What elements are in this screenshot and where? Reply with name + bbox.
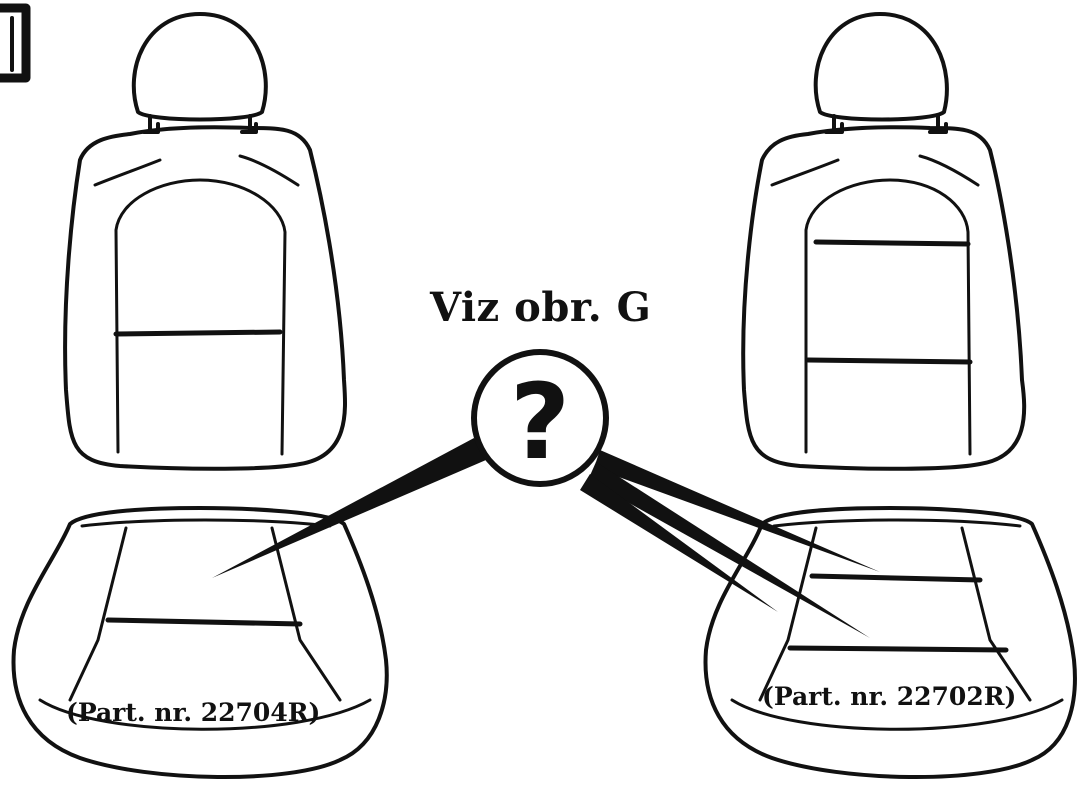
right-cushion-seam-upper	[809, 573, 983, 583]
callout-pointers	[212, 438, 880, 638]
right-part-number: (Part. nr. 22702R)	[762, 682, 1017, 711]
right-seat-back	[741, 125, 1027, 471]
left-part-number: (Part. nr. 22704R)	[66, 698, 321, 727]
right-seat	[703, 12, 1077, 780]
right-cushion-seam-lower	[787, 645, 1009, 653]
left-seat	[11, 12, 389, 780]
right-headrest	[813, 12, 949, 122]
callout-circle	[471, 349, 609, 487]
left-headrest	[131, 12, 268, 122]
right-back-panel	[804, 178, 972, 456]
left-back-panel	[114, 178, 287, 456]
corner-marker	[0, 3, 31, 83]
callout-question-mark: ?	[510, 361, 570, 483]
left-back-seam	[113, 329, 283, 337]
right-back-seam-upper	[813, 239, 971, 247]
left-seat-cushion	[11, 506, 389, 780]
right-seat-cushion	[703, 506, 1077, 780]
left-cushion-seam	[105, 617, 303, 627]
left-seat-back	[63, 125, 347, 471]
reference-label: Viz obr. G	[430, 284, 652, 331]
right-back-seam-lower	[805, 357, 973, 365]
